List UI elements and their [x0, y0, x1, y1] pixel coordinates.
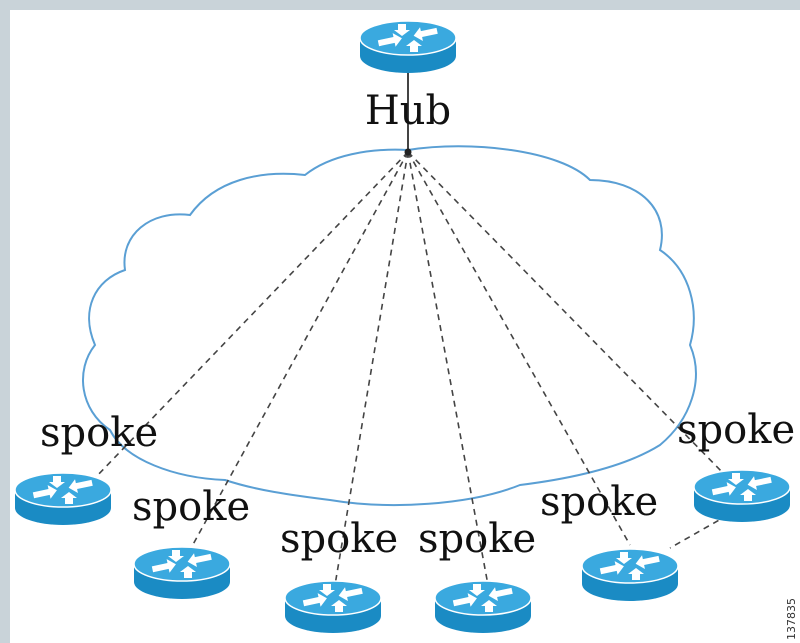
spoke-router-5[interactable]	[581, 548, 679, 602]
hub-router[interactable]	[359, 20, 457, 74]
link-spoke-5	[407, 151, 631, 546]
link-spoke-3	[334, 151, 409, 586]
link-spoke-4	[407, 151, 489, 586]
router-icon	[434, 580, 532, 634]
spoke-label-5: spoke	[540, 479, 658, 525]
spoke-label-2: spoke	[132, 484, 250, 530]
spoke-label-6: spoke	[677, 407, 795, 453]
router-icon	[133, 546, 231, 600]
router-icon	[359, 20, 457, 74]
spoke-router-6[interactable]	[693, 469, 791, 523]
hub-and-spoke-diagram: Hub spoke spoke spoke spoke spoke spoke …	[14, 20, 798, 640]
spoke-router-1[interactable]	[14, 472, 112, 526]
link-spoke-5-6	[669, 514, 729, 549]
diagram-canvas: Hub spoke spoke spoke spoke spoke spoke …	[10, 10, 800, 643]
router-icon	[693, 469, 791, 523]
spoke-router-3[interactable]	[284, 580, 382, 634]
hub-junction-dot	[404, 148, 412, 156]
spoke-router-4[interactable]	[434, 580, 532, 634]
spoke-label-4: spoke	[418, 516, 536, 562]
spoke-label-3: spoke	[280, 516, 398, 562]
hub-label: Hub	[365, 88, 451, 134]
figure-id: 137835	[785, 598, 798, 640]
router-icon	[581, 548, 679, 602]
spoke-label-1: spoke	[40, 410, 158, 456]
link-spoke-2	[189, 151, 409, 551]
spoke-router-2[interactable]	[133, 546, 231, 600]
network-cloud-icon	[82, 145, 697, 506]
link-spoke-1	[94, 151, 409, 479]
router-icon	[14, 472, 112, 526]
router-icon	[284, 580, 382, 634]
